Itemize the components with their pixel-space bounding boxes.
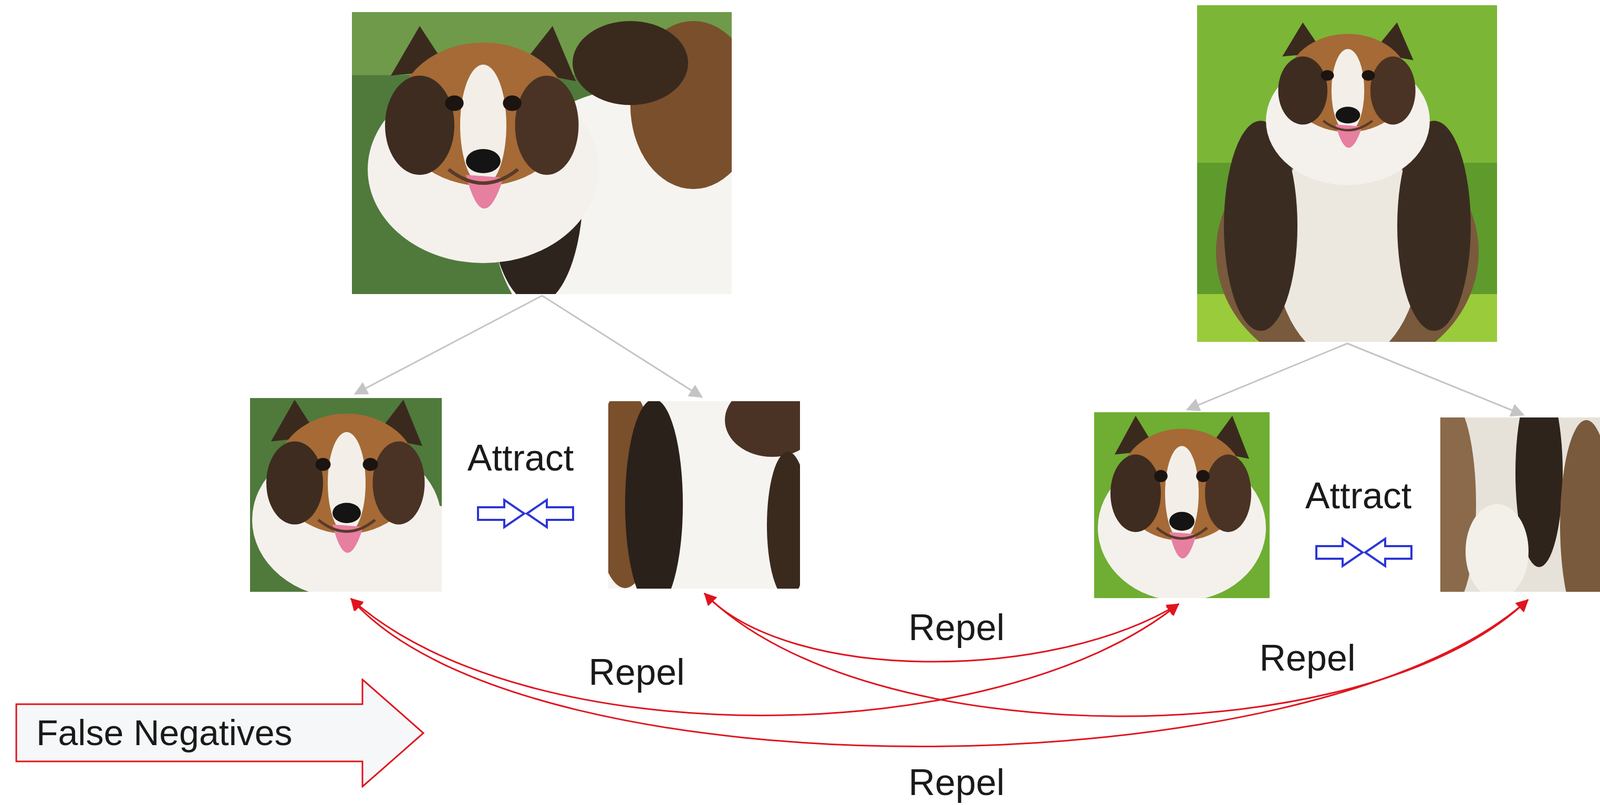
crop-photo [1440, 417, 1600, 592]
callout-arrow: False Negatives [15, 678, 426, 788]
drawing-part [350, 598, 1529, 747]
drawing-part [704, 593, 1179, 662]
attract-label: Attract [1305, 475, 1412, 517]
drawing-part [252, 399, 442, 592]
repel-label: Repel [1254, 638, 1361, 679]
dog-photo [1197, 5, 1498, 342]
repel-label: Repel [583, 652, 691, 693]
arrow-shape [16, 679, 424, 787]
repel-arrow [350, 593, 1529, 747]
drawing-part [572, 21, 689, 106]
drawing-part [1187, 343, 1348, 410]
drawing-part [367, 26, 599, 264]
dog-photo [351, 12, 732, 295]
drawing-part [1465, 504, 1529, 592]
drawing-part [766, 451, 800, 589]
drawing-part [350, 598, 1179, 716]
drawing-part [1560, 420, 1600, 592]
drawing-part [542, 295, 702, 398]
crop-photo [250, 398, 442, 592]
repel-label: Repel [903, 762, 1011, 804]
drawing-part [526, 500, 574, 528]
drawing-part [704, 593, 1529, 717]
attract-label: Attract [467, 438, 574, 479]
drawing-part [625, 401, 683, 589]
drawing-part [355, 295, 543, 394]
drawing-part [1316, 538, 1363, 567]
repel-label: Repel [903, 607, 1011, 649]
drawing-part [1347, 343, 1524, 415]
crop-photo [608, 401, 800, 589]
callout-text: False Negatives [36, 713, 293, 753]
drawing-part [478, 500, 525, 528]
drawing-part [1097, 416, 1266, 599]
crop-photo [1094, 412, 1270, 599]
drawing-part [1365, 538, 1412, 567]
crop-arrow [355, 295, 1524, 415]
attract-arrows [478, 500, 1412, 567]
drawing-part [724, 401, 800, 457]
drawing-part [1265, 22, 1430, 186]
